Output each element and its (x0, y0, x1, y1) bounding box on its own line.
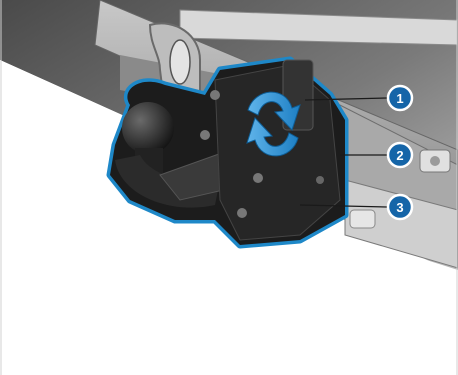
coupling-ball (122, 102, 174, 154)
svg-text:3: 3 (396, 200, 403, 215)
callout-2: 2 (388, 143, 412, 167)
callout-3: 3 (388, 195, 412, 219)
svg-text:2: 2 (396, 148, 403, 163)
callout-1: 1 (388, 86, 412, 110)
svg-text:1: 1 (396, 91, 403, 106)
